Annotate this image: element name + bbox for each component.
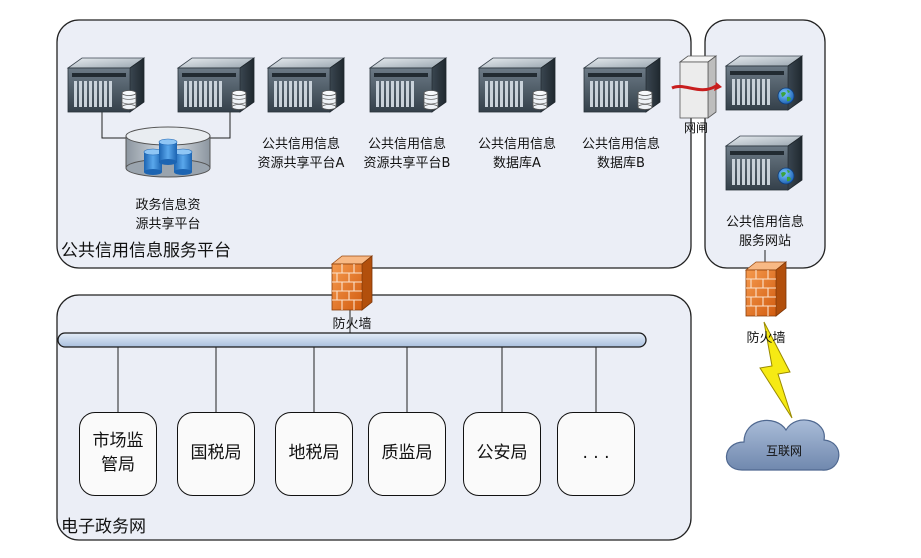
link-server-db-right: [210, 110, 231, 139]
server-label-platform-b: 公共信用信息 资源共享平台B: [363, 137, 451, 171]
cloud-icon: [725, 419, 840, 471]
database-icon: [423, 90, 439, 110]
database-icon: [125, 126, 211, 178]
server-label-database-a: 公共信用信息 数据库A: [477, 137, 556, 171]
firewall-icon: [745, 261, 787, 317]
gatekeeper-icon: [671, 55, 722, 119]
database-icon: [231, 90, 247, 110]
link-server-db-left: [101, 110, 128, 139]
zone-title-platform: 公共信用信息服务平台: [61, 241, 231, 261]
server-label-database-b: 公共信用信息 数据库B: [581, 137, 660, 171]
globe-icon: [777, 167, 795, 185]
internet-label: 互联网: [765, 444, 802, 458]
database-icon: [121, 90, 137, 110]
firewall-label-internet: 防火墙: [746, 331, 786, 346]
bus-line: [57, 332, 647, 348]
globe-icon: [777, 87, 795, 105]
server-label-website: 公共信用信息 服务网站: [725, 215, 804, 249]
dept-more: . . .: [557, 412, 635, 496]
database-icon: [532, 90, 548, 110]
database-icon: [637, 90, 653, 110]
dept-quality-supervision: 质监局: [368, 412, 446, 496]
firewall-icon: [331, 255, 373, 311]
gatekeeper-label: 网闸: [683, 121, 708, 135]
lightning-icon: [759, 321, 793, 419]
zone-title-egov: 电子政务网: [61, 517, 146, 537]
dept-market-supervision: 市场监 管局: [79, 412, 157, 496]
dept-local-tax: 地税局: [275, 412, 353, 496]
firewall-label-main: 防火墙: [332, 317, 372, 332]
dept-state-tax: 国税局: [177, 412, 255, 496]
database-icon: [321, 90, 337, 110]
dept-public-security: 公安局: [463, 412, 541, 496]
server-label-platform-a: 公共信用信息 资源共享平台A: [257, 137, 345, 171]
bus-drops: [117, 347, 597, 412]
gov-resource-platform-label: 政务信息资 源共享平台: [135, 198, 201, 232]
